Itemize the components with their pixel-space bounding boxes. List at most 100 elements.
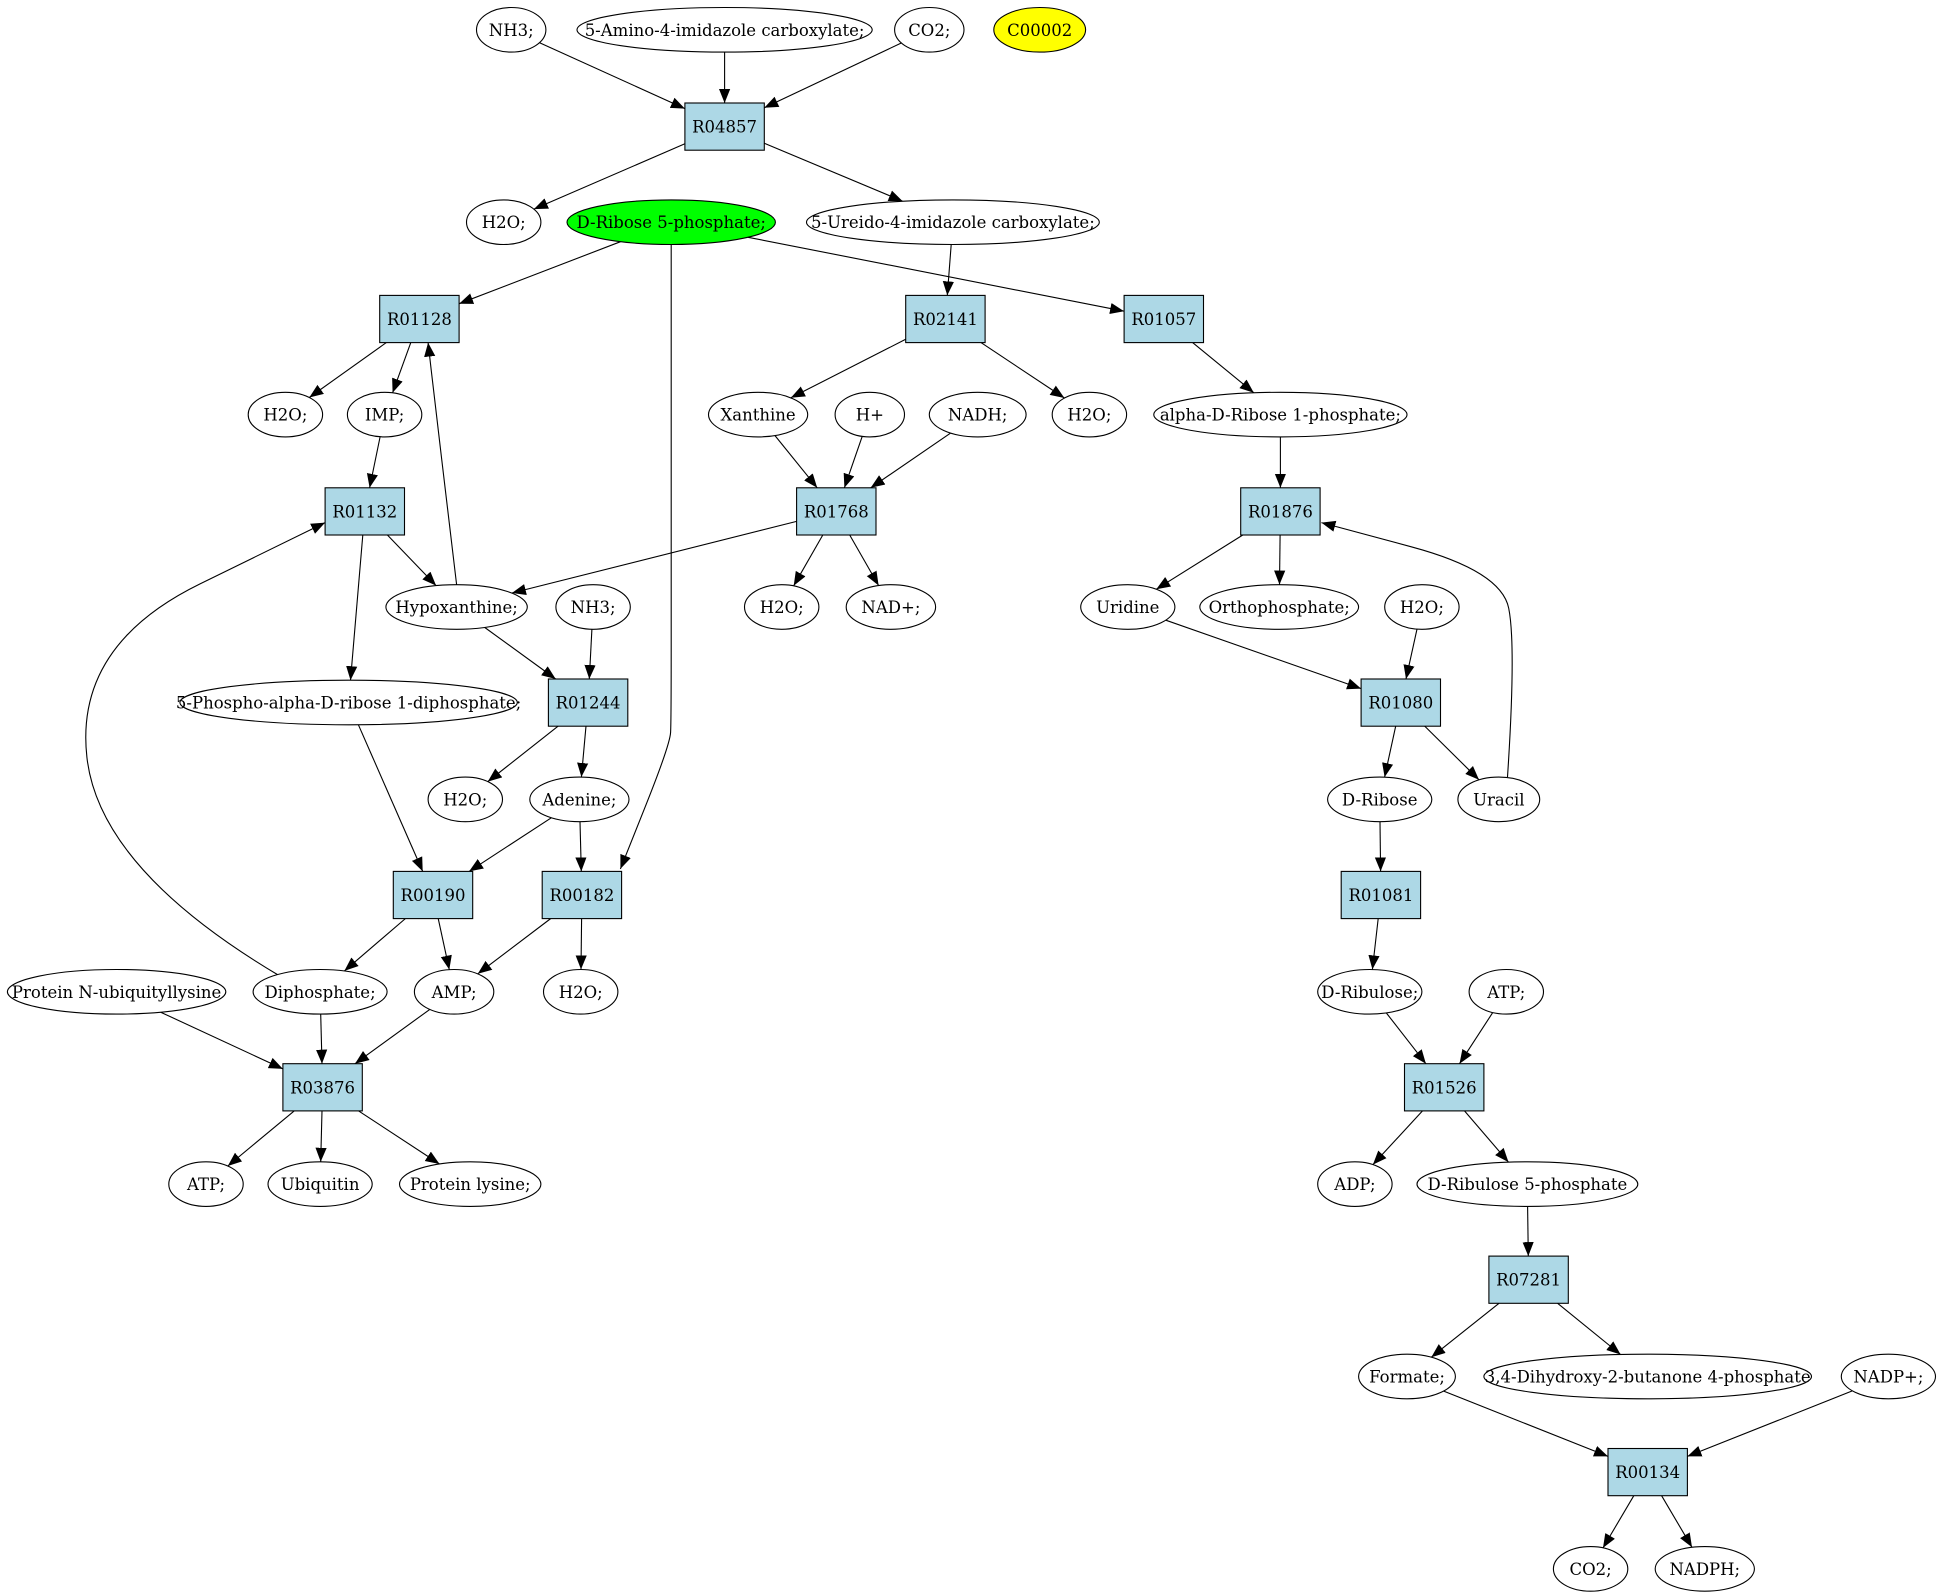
compound-node-amino_imid[interactable]: 5-Amino-4-imidazole carboxylate; [576, 6, 873, 53]
compound-node-nh3_top[interactable]: NH3; [475, 6, 547, 53]
reaction-node-r04857[interactable]: R04857 [684, 102, 765, 151]
compound-node-uracil[interactable]: Uracil [1457, 776, 1541, 823]
node-label: AMP; [431, 983, 477, 1002]
compound-node-prot_lys[interactable]: Protein lysine; [398, 1161, 542, 1207]
node-label: H+ [856, 406, 884, 425]
compound-node-prot_ub[interactable]: Protein N-ubiquityllysine [6, 968, 227, 1015]
reaction-box [1240, 487, 1321, 536]
reaction-node-r01080[interactable]: R01080 [1360, 678, 1442, 727]
compound-node-uridine[interactable]: Uridine [1080, 584, 1176, 630]
compound-node-diphosphate[interactable]: Diphosphate; [252, 968, 388, 1015]
compound-ellipse [1416, 1161, 1639, 1207]
compound-node-xanthine[interactable]: Xanthine [707, 391, 809, 438]
compound-node-nadpplus[interactable]: NADP+; [1840, 1353, 1937, 1400]
compound-node-formate[interactable]: Formate; [1358, 1353, 1456, 1400]
compound-ellipse [993, 6, 1087, 53]
compound-ellipse [1457, 776, 1541, 823]
reaction-box [1340, 870, 1422, 920]
compound-node-atp_l[interactable]: ATP; [168, 1161, 244, 1207]
compound-node-dhbp[interactable]: 3,4-Dihydroxy-2-butanone 4-phosphate [1483, 1353, 1813, 1400]
edge-nh3_mid-to-r01244 [584, 629, 596, 680]
compound-node-imp[interactable]: IMP; [346, 391, 423, 438]
reaction-node-r01057[interactable]: R01057 [1123, 294, 1205, 344]
reaction-box [392, 870, 474, 920]
edge-r07281-to-formate [1430, 1302, 1500, 1358]
compound-node-ribose5p[interactable]: D-Ribose 5-phosphate; [566, 199, 776, 246]
compound-node-amp[interactable]: AMP; [413, 968, 495, 1015]
reaction-node-r01081[interactable]: R01081 [1340, 870, 1422, 920]
node-label: H2O; [760, 598, 804, 617]
compound-node-aribose1p[interactable]: alpha-D-Ribose 1-phosphate; [1153, 391, 1408, 438]
reaction-node-r02141[interactable]: R02141 [905, 294, 986, 344]
reaction-node-r01244[interactable]: R01244 [547, 678, 629, 727]
node-label: H2O; [263, 406, 307, 425]
reaction-node-r00134[interactable]: R00134 [1607, 1447, 1688, 1497]
reaction-node-r01876[interactable]: R01876 [1240, 487, 1321, 536]
node-label: R01244 [556, 694, 621, 713]
compound-node-orthophosphate[interactable]: Orthophosphate; [1199, 584, 1360, 630]
compound-node-ureido_imid[interactable]: 5-Ureido-4-imidazole carboxylate; [805, 199, 1100, 246]
edge-atp_r-to-r01526 [1459, 1012, 1494, 1064]
edge-r07281-to-dhbp [1557, 1302, 1621, 1355]
compound-node-dribulose[interactable]: D-Ribulose; [1317, 968, 1423, 1015]
node-label: R01876 [1248, 502, 1313, 521]
compound-node-co2_bot[interactable]: CO2; [1552, 1546, 1629, 1592]
compound-node-hplus[interactable]: H+ [834, 391, 906, 438]
edge-imp-to-r01132 [366, 436, 381, 488]
compound-node-c00002[interactable]: C00002 [993, 6, 1087, 53]
compound-node-adp[interactable]: ADP; [1317, 1161, 1393, 1207]
compound-node-h2o_a[interactable]: H2O; [465, 199, 542, 246]
compound-node-nadh[interactable]: NADH; [928, 391, 1027, 438]
compound-node-prpp[interactable]: 5-Phospho-alpha-D-ribose 1-diphosphate; [176, 679, 521, 726]
compound-ellipse [413, 968, 495, 1015]
reaction-node-r00182[interactable]: R00182 [541, 870, 623, 920]
compound-node-hypoxanthine[interactable]: Hypoxanthine; [385, 584, 528, 630]
reaction-node-r01768[interactable]: R01768 [796, 487, 877, 536]
edge-r00182-to-h2o_g [575, 918, 587, 970]
edge-r01132-to-prpp [346, 534, 364, 681]
compound-node-h2o_e[interactable]: H2O; [1384, 584, 1460, 630]
edge-r01080-to-uracil [1424, 725, 1480, 781]
reaction-box [1403, 1063, 1485, 1112]
compound-node-nadph[interactable]: NADPH; [1654, 1546, 1755, 1592]
node-label: R00190 [401, 886, 466, 905]
compound-node-atp_r[interactable]: ATP; [1468, 968, 1545, 1015]
compound-node-dribulose5p[interactable]: D-Ribulose 5-phosphate [1416, 1161, 1639, 1207]
edge-nadpplus-to-r00134 [1687, 1390, 1853, 1457]
compound-node-nadplus[interactable]: NAD+; [845, 584, 937, 630]
reaction-node-r01128[interactable]: R01128 [379, 294, 460, 344]
edge-r00190-to-amp [437, 918, 452, 970]
compound-node-h2o_d[interactable]: H2O; [743, 584, 820, 630]
compound-node-h2o_c[interactable]: H2O; [1051, 391, 1128, 438]
edge-h2o_e-to-r01080 [1403, 628, 1418, 680]
node-label: R01080 [1368, 694, 1433, 713]
compound-ellipse [1654, 1546, 1755, 1592]
compound-node-dribose[interactable]: D-Ribose [1327, 776, 1433, 823]
node-label: R04857 [692, 118, 757, 137]
edge-ribose5p-to-r01128 [458, 241, 621, 305]
compound-node-h2o_b[interactable]: H2O; [247, 391, 324, 438]
edge-r01526-to-adp [1372, 1110, 1423, 1165]
compound-node-nh3_mid[interactable]: NH3; [555, 584, 631, 630]
compound-ellipse [267, 1161, 373, 1207]
compound-ellipse [252, 968, 388, 1015]
compound-node-h2o_f[interactable]: H2O; [427, 776, 504, 823]
reaction-node-r00190[interactable]: R00190 [392, 870, 474, 920]
edge-r01768-to-h2o_d [793, 534, 824, 587]
compound-ellipse [555, 584, 631, 630]
edge-dribulose5p-to-r07281 [1522, 1206, 1534, 1257]
reaction-node-r03876[interactable]: R03876 [282, 1063, 363, 1112]
edge-r01128-to-imp [392, 342, 412, 393]
compound-node-co2_top[interactable]: CO2; [894, 6, 965, 53]
compound-ellipse [834, 391, 906, 438]
edge-r00190-to-diphosphate [344, 918, 406, 972]
reaction-node-r01526[interactable]: R01526 [1403, 1063, 1485, 1112]
reaction-node-r01132[interactable]: R01132 [324, 487, 406, 536]
compound-node-ubiquitin[interactable]: Ubiquitin [267, 1161, 373, 1207]
node-label: Diphosphate; [265, 983, 376, 1002]
compound-node-adenine[interactable]: Adenine; [529, 776, 630, 823]
node-label: NADPH; [1669, 1560, 1740, 1579]
reaction-node-r07281[interactable]: R07281 [1488, 1255, 1569, 1304]
compound-ellipse [247, 391, 324, 438]
compound-node-h2o_g[interactable]: H2O; [542, 968, 619, 1015]
